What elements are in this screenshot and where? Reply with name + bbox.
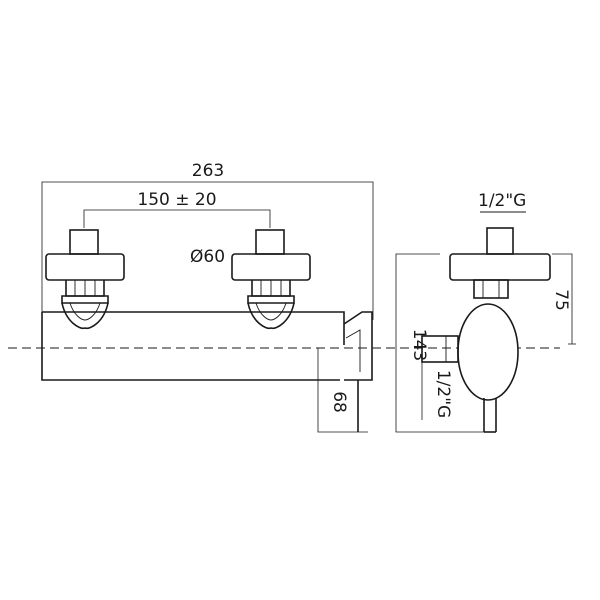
side-body-oval [457,303,519,401]
front-view: 263 150 ± 20 Ø60 [41,161,374,433]
center-distance-label: 150 ± 20 [137,190,216,210]
top-thread-label: 1/2"G [478,191,526,211]
center-distance-dimension: 150 ± 20 [83,190,271,228]
side-bottom-pipe [483,398,497,433]
side-view: 1/2"G 143 [395,191,576,433]
handle-height-label: 75 [551,289,571,311]
left-handle [45,229,125,330]
bottom-drop-dimension: 68 [317,348,368,433]
overall-width-label: 263 [192,161,224,181]
overall-height-dimension: 143 [395,253,484,433]
bottom-drop-label: 68 [329,391,349,413]
overall-height-label: 143 [409,329,429,361]
overall-width-dimension: 263 [41,161,374,345]
right-handle [231,229,311,330]
handle-diameter-label: Ø60 [190,247,225,267]
handle-height-dimension: 75 [551,253,576,345]
side-handle-disc [449,253,551,281]
side-nut [473,279,509,299]
side-thread-label: 1/2"G [433,370,453,418]
outlet-connector [343,311,373,432]
mixer-body [41,311,345,381]
side-stem [486,227,514,255]
side-thread-dimension: 1/2"G [421,336,453,420]
